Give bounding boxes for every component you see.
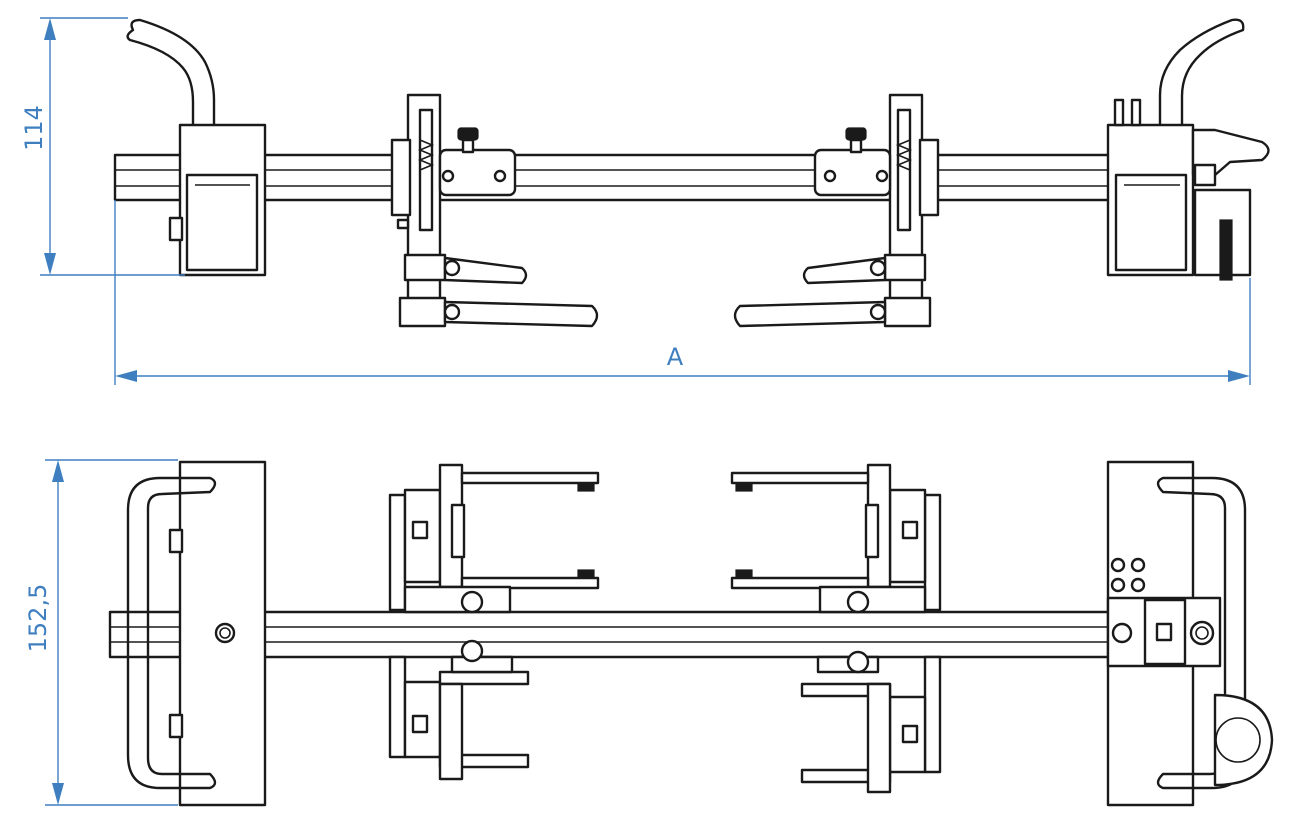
left-upper-clamp: [388, 463, 600, 614]
left-end-block: [126, 18, 267, 277]
dimension-a: A: [114, 200, 1251, 385]
dimension-114-label: 114: [20, 105, 48, 151]
left-handle-icon: [126, 18, 216, 127]
left-clamp-side: [390, 93, 599, 328]
right-end-plate: [1106, 460, 1274, 807]
right-plan-handle-icon: [1156, 476, 1247, 790]
right-handle-icon: [1158, 18, 1245, 127]
right-end-block: [1106, 18, 1270, 281]
right-lower-clamp: [800, 650, 942, 794]
side-rail: [113, 153, 1117, 202]
dimension-152-5: 152,5: [24, 459, 178, 806]
dimension-a-label: A: [667, 343, 684, 371]
side-view: 114 A: [20, 17, 1270, 385]
plan-rail: [108, 610, 1112, 659]
right-upper-clamp: [730, 463, 942, 614]
left-lower-clamp: [388, 639, 530, 781]
dimension-152-5-label: 152,5: [24, 584, 52, 653]
left-plan-handle-icon: [126, 476, 217, 790]
left-end-plate: [126, 460, 267, 807]
plan-view: 152,5: [24, 459, 1274, 807]
right-clamp-side: [733, 93, 940, 328]
dimension-114: 114: [20, 17, 185, 276]
